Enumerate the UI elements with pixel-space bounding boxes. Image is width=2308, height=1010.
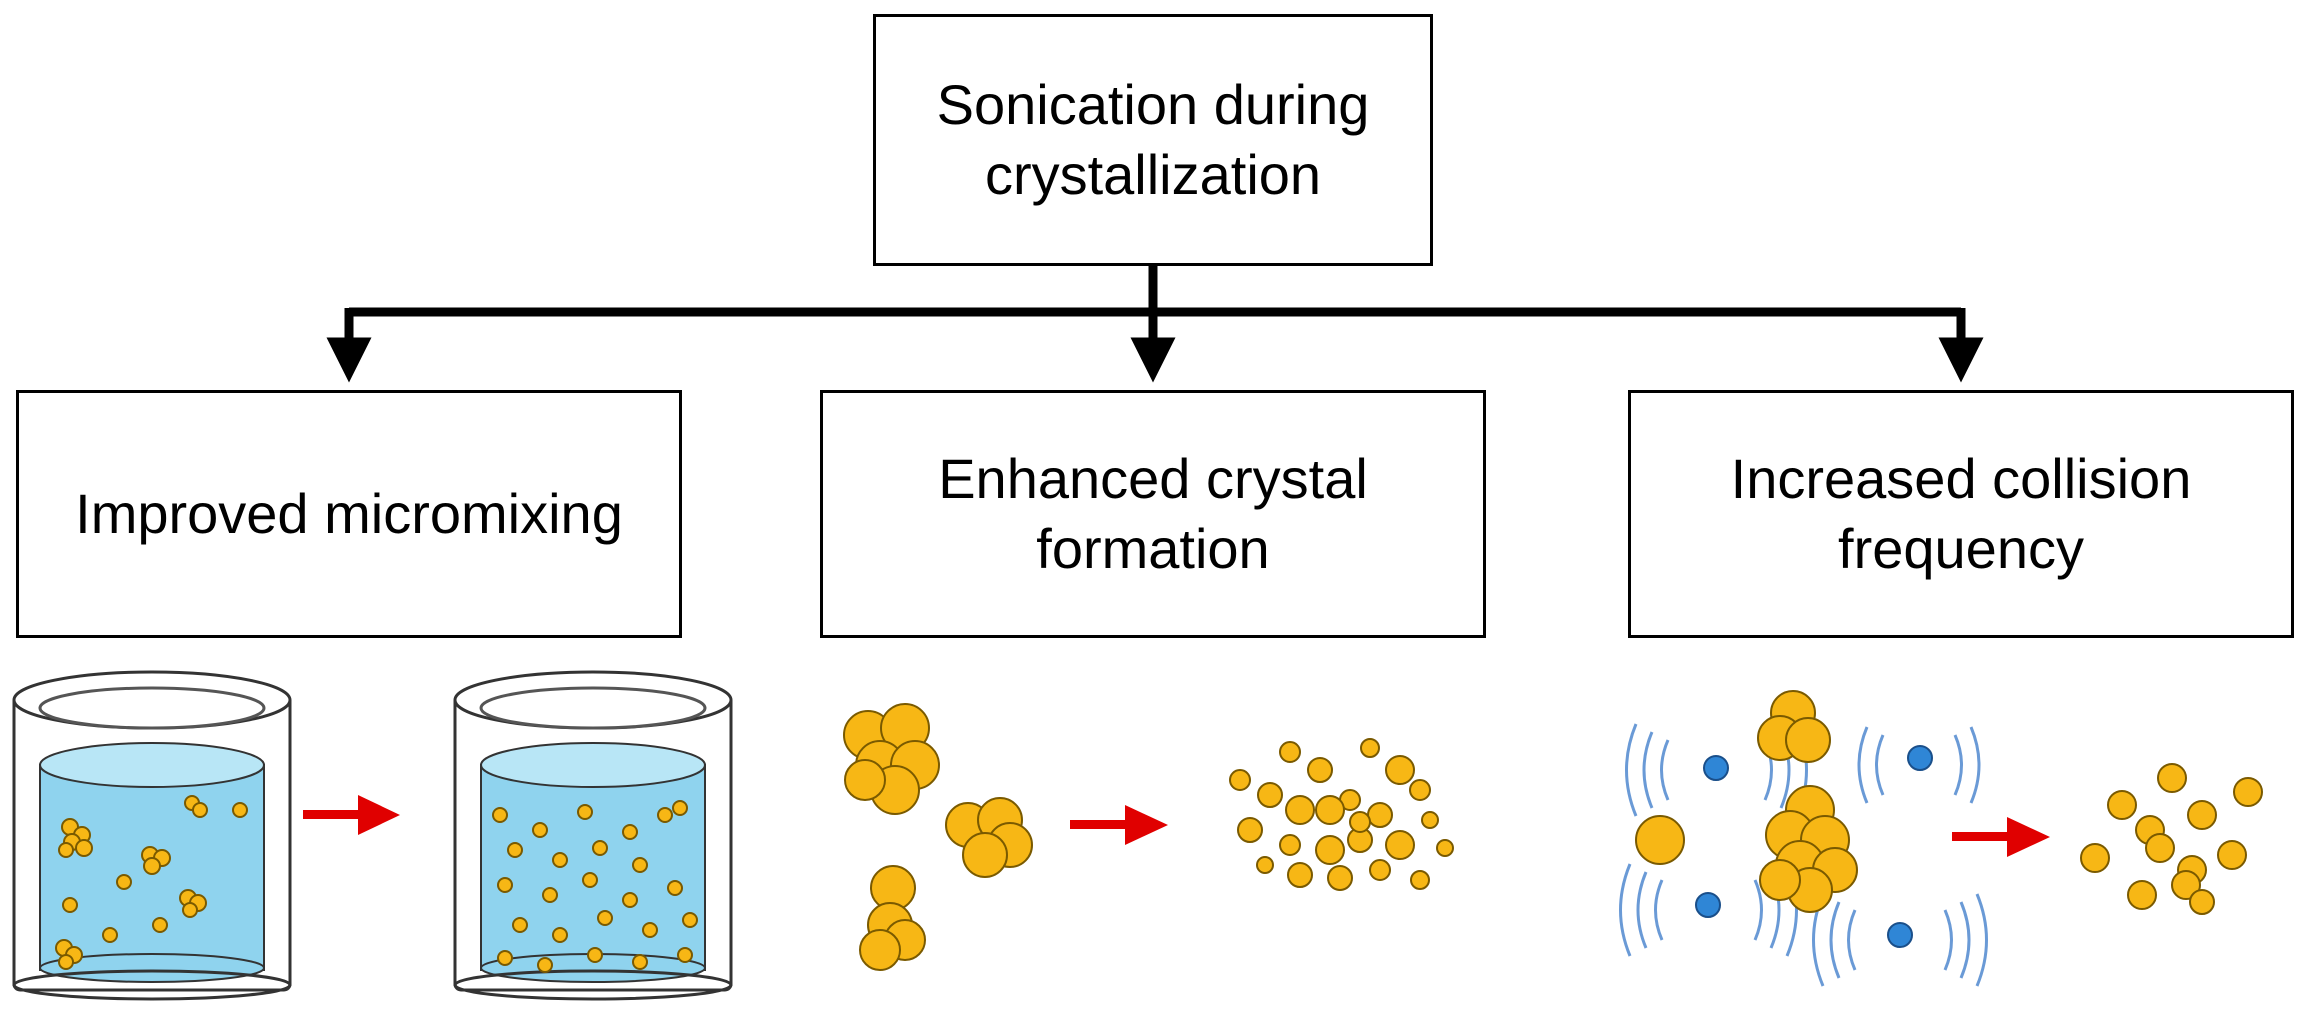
effect-label-line2: formation <box>1036 517 1270 580</box>
particle-cluster-icon <box>55 795 248 970</box>
root-label-line2: crystallization <box>984 143 1322 206</box>
cavitation-bubble-icon <box>1857 726 1981 804</box>
effect-node-collision-frequency: Increased collision frequency <box>1628 390 2294 638</box>
effect-label-line2: frequency <box>1838 517 2084 580</box>
process-arrow-icon <box>303 795 400 835</box>
particle-cluster-icon <box>1635 690 1858 913</box>
dispersed-particles <box>492 800 698 973</box>
cavitation-bubble-icon <box>1812 893 1988 987</box>
particle-cluster-icon <box>843 703 1033 971</box>
effect-label-line1: Enhanced crystal <box>938 447 1368 510</box>
effect-node-micromixing: Improved micromixing <box>16 390 682 638</box>
root-node: Sonication during crystallization <box>873 14 1433 266</box>
effect-label-line1: Improved micromixing <box>75 482 623 545</box>
dispersed-particles <box>2080 763 2263 915</box>
process-arrow-icon <box>1070 805 1168 845</box>
effect-label-line1: Increased collision <box>1730 447 2192 510</box>
root-label-line1: Sonication during <box>936 73 1370 136</box>
beaker-icon <box>12 670 292 1001</box>
cavitation-bubble-icon <box>1619 863 1798 957</box>
dispersed-particles <box>1229 738 1454 891</box>
effect-node-crystal-formation: Enhanced crystal formation <box>820 390 1486 638</box>
connectors <box>326 266 1984 383</box>
process-arrow-icon <box>1952 817 2050 857</box>
